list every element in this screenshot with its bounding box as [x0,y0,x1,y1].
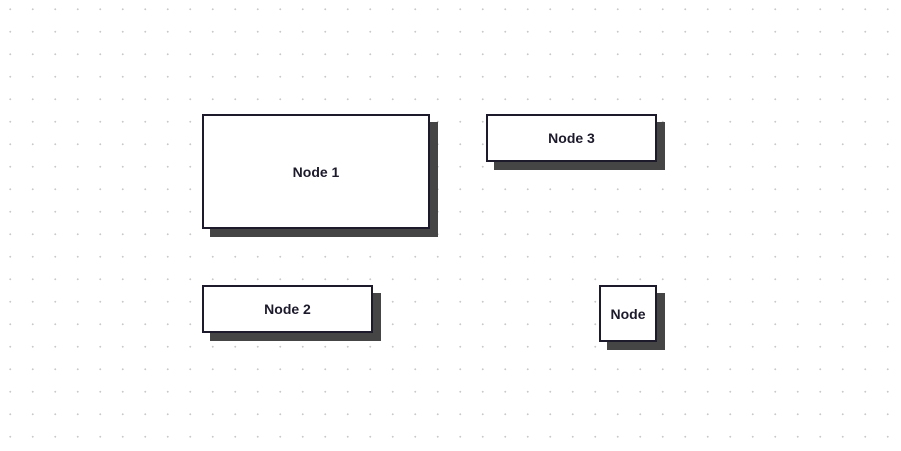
node-1-box[interactable]: Node 1 [202,114,430,229]
node-1-label: Node 1 [292,163,340,180]
node-2-label: Node 2 [264,301,311,317]
node-2-box[interactable]: Node 2 [202,285,373,333]
node-3-box[interactable]: Node 3 [486,114,657,162]
node-3-label: Node 3 [548,130,595,146]
node-4-label: Node [610,305,646,322]
node-4-box[interactable]: Node [599,285,657,342]
